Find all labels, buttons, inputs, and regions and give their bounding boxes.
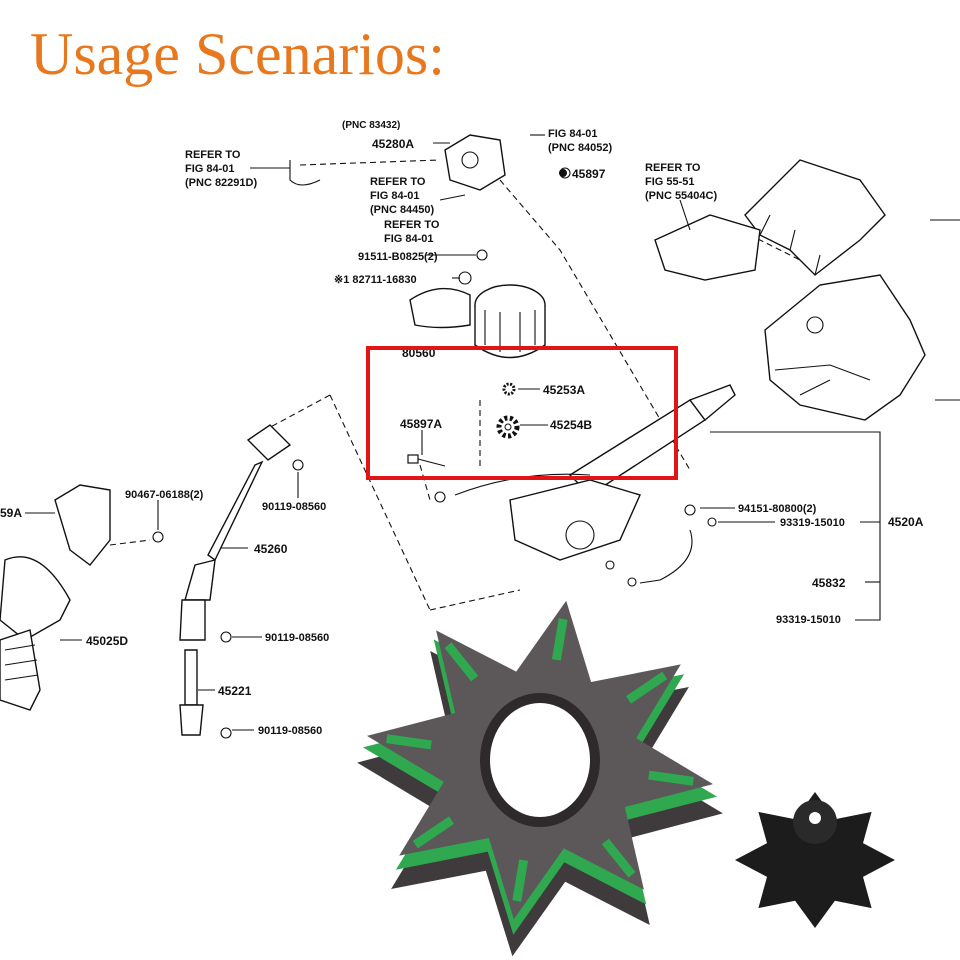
motor-assembly	[409, 284, 546, 359]
page-title: Usage Scenarios:	[30, 21, 445, 87]
assembly-line	[429, 589, 521, 611]
bolt	[707, 517, 717, 527]
bolt	[152, 531, 164, 543]
lower-column-cover	[764, 274, 926, 421]
dust-seal	[0, 484, 111, 711]
leader-line	[439, 194, 466, 201]
label-59A: 59A	[0, 506, 22, 520]
coupler-green-stripe	[386, 734, 432, 750]
assembly-line	[109, 539, 151, 546]
label-4520A: 4520A	[888, 515, 924, 529]
small-gear-body	[735, 792, 895, 928]
small-gear-photo	[735, 792, 895, 928]
bolt	[292, 459, 304, 471]
assembly-line	[499, 179, 691, 471]
wire-harness	[289, 160, 321, 186]
leader-line	[679, 199, 691, 231]
bolt	[458, 271, 472, 285]
highlight-box	[366, 346, 678, 480]
flexible-coupler-photo	[357, 600, 723, 957]
label-45832: 45832	[812, 576, 846, 590]
coupler-green-stripe	[601, 838, 636, 878]
gear-45253a-small	[502, 382, 516, 396]
coupler-green-stripe	[648, 770, 694, 786]
label-45897A: 45897A	[400, 417, 442, 431]
label-fig8401-3: FIG 84-01	[384, 233, 434, 245]
intermediate-shaft	[179, 424, 292, 736]
label-45025D: 45025D	[86, 634, 128, 648]
coupler-green-stripe	[412, 816, 455, 849]
assembly-line	[299, 159, 441, 166]
lock-housing	[444, 134, 506, 191]
bolt-45897a	[407, 454, 446, 467]
label-pnc55404C: (PNC 55404C)	[645, 190, 717, 202]
bolt	[627, 577, 637, 587]
wire-harness	[639, 529, 693, 584]
label-91511: 91511-B0825(2)	[358, 251, 438, 263]
label-fig8401-a: FIG 84-01	[548, 128, 598, 140]
panel-cover	[654, 214, 761, 281]
coupler-green-stripe	[625, 671, 668, 704]
label-90119-c: 90119-08560	[258, 725, 322, 737]
label-82711: ※1 82711-16830	[334, 274, 417, 286]
label-45254B: 45254B	[550, 418, 592, 432]
assembly-line	[419, 464, 431, 501]
small-gear-bore	[809, 812, 821, 824]
label-45253A: 45253A	[543, 383, 585, 397]
label-93319-a: 93319-15010	[780, 517, 845, 529]
bolt	[684, 504, 696, 516]
label-refer-to-2: REFER TO	[370, 176, 426, 188]
bolt	[220, 727, 232, 739]
label-fig8401-2: FIG 84-01	[370, 190, 420, 202]
label-90119-b: 90119-08560	[265, 632, 329, 644]
label-93319-b: 93319-15010	[776, 614, 841, 626]
bullet-dot	[559, 169, 567, 177]
coupler-green-stripe	[512, 859, 529, 902]
leader-bracket	[710, 431, 881, 621]
label-pnc-top: (PNC 83432)	[342, 120, 400, 131]
label-fig5551: FIG 55-51	[645, 176, 695, 188]
label-45280A: 45280A	[372, 137, 414, 151]
bolt	[605, 560, 615, 570]
bolt	[476, 249, 488, 261]
coupler-center-hole	[480, 693, 600, 827]
assembly-line	[264, 394, 331, 431]
upper-column-cover	[744, 159, 886, 276]
label-45897: 45897	[572, 167, 606, 181]
label-45221: 45221	[218, 684, 252, 698]
coupler-green-stripe	[551, 618, 568, 661]
label-refer-to-1: REFER TO	[185, 149, 241, 161]
label-90467: 90467-06188(2)	[125, 489, 204, 501]
coupler-green-stripe	[444, 642, 479, 682]
label-94151: 94151-80800(2)	[738, 503, 817, 515]
label-refer-to-3: REFER TO	[384, 219, 440, 231]
label-pnc82291D: (PNC 82291D)	[185, 177, 257, 189]
gear-45254b-small	[496, 415, 520, 439]
label-pnc84052: (PNC 84052)	[548, 142, 613, 154]
bolt	[434, 491, 446, 503]
steering-column	[454, 384, 736, 561]
label-pnc84450: (PNC 84450)	[370, 204, 435, 216]
label-45260: 45260	[254, 542, 288, 556]
label-fig8401-1: FIG 84-01	[185, 163, 235, 175]
bolt	[220, 631, 232, 643]
label-refer-to-55: REFER TO	[645, 162, 701, 174]
label-90119-a: 90119-08560	[262, 501, 326, 513]
